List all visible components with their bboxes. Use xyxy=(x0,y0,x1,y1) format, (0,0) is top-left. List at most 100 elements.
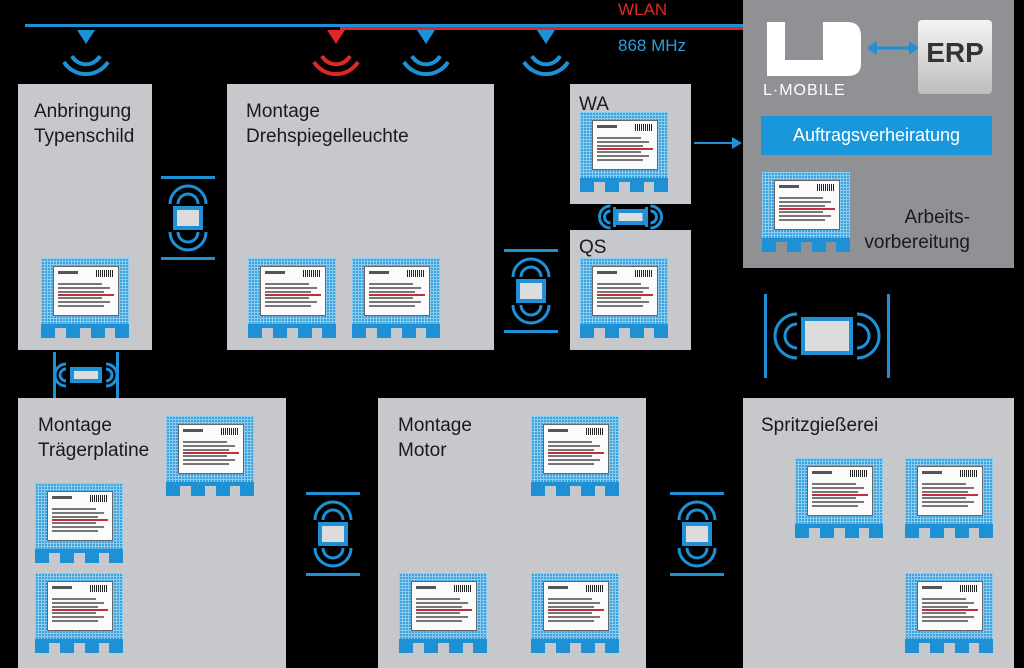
label-line xyxy=(922,612,966,614)
pallet-grid xyxy=(248,258,336,324)
pallet-grid xyxy=(166,416,254,482)
barcode-icon xyxy=(586,585,604,592)
label-line xyxy=(548,445,600,447)
e-paper-label xyxy=(592,266,658,316)
pallet-grid xyxy=(531,416,619,482)
label-line xyxy=(597,155,649,157)
label-line xyxy=(416,598,460,600)
label-red-bar xyxy=(183,452,239,454)
pallet-foot xyxy=(322,328,336,338)
wave xyxy=(598,204,611,230)
label-line xyxy=(369,291,415,293)
sensor-bar xyxy=(306,492,360,495)
label-header xyxy=(922,586,942,589)
pallet-foot xyxy=(787,242,801,252)
reader-device xyxy=(801,317,853,355)
label-line xyxy=(597,305,643,307)
reader-screen xyxy=(177,210,199,226)
reader-device xyxy=(516,279,546,303)
pallet-with-label xyxy=(248,258,336,338)
pallet-with-label xyxy=(905,458,993,538)
pallet-grid xyxy=(795,458,883,524)
pallet-feet xyxy=(905,639,993,653)
pallet-feet xyxy=(795,524,883,538)
arbeitsvorbereitung-label: Arbeits- vorbereitung xyxy=(864,207,970,253)
label-line xyxy=(597,297,641,299)
wave xyxy=(176,231,200,244)
label-line xyxy=(597,137,641,139)
label-line xyxy=(183,441,227,443)
label-line xyxy=(779,219,825,221)
label-line xyxy=(922,505,968,507)
label-red-bar xyxy=(812,494,868,496)
label-header xyxy=(548,429,568,432)
label-red-bar xyxy=(922,609,978,611)
mhz-line xyxy=(25,24,743,27)
label-line xyxy=(183,449,229,451)
label-header xyxy=(183,429,203,432)
pallet-grid xyxy=(905,458,993,524)
pallet-foot xyxy=(556,643,570,653)
pallet-with-label xyxy=(580,258,668,338)
wave xyxy=(856,322,871,350)
rfid-reader-vertical-icon xyxy=(161,176,215,260)
pallet-foot xyxy=(449,643,463,653)
rfid-reader-vertical-icon xyxy=(670,492,724,576)
auftragsverheiratung-button[interactable]: Auftragsverheiratung xyxy=(761,116,992,155)
sensor-bar xyxy=(613,207,616,227)
pallet-foot xyxy=(955,643,969,653)
antenna-868-icon xyxy=(402,30,450,77)
e-paper-label xyxy=(917,466,983,516)
pallet-foot xyxy=(605,182,619,192)
pallet-with-label xyxy=(166,416,254,496)
wave xyxy=(677,547,717,568)
pallet-foot xyxy=(581,643,595,653)
e-paper-label xyxy=(807,466,873,516)
pallet-feet xyxy=(248,324,336,338)
label-line xyxy=(548,602,600,604)
e-paper-label xyxy=(53,266,119,316)
label-line xyxy=(548,449,594,451)
pallet-foot xyxy=(605,486,619,496)
label-line xyxy=(416,606,462,608)
reader-device xyxy=(614,209,647,225)
label-line xyxy=(922,501,974,503)
wave xyxy=(685,547,709,560)
label-line xyxy=(548,612,592,614)
label-line xyxy=(52,606,98,608)
sensor-bar xyxy=(306,573,360,576)
e-paper-label xyxy=(543,581,609,631)
wave xyxy=(603,209,611,225)
barcode-icon xyxy=(90,585,108,592)
pallet-rail xyxy=(41,324,129,328)
wave xyxy=(511,257,551,278)
label-line xyxy=(812,501,864,503)
pallet-foot xyxy=(402,328,416,338)
label-line xyxy=(922,606,968,608)
barcode-icon xyxy=(817,184,835,191)
barcode-icon xyxy=(96,270,114,277)
pallet-foot xyxy=(166,486,180,496)
antenna-wlan-icon xyxy=(312,30,360,77)
label-header xyxy=(597,271,617,274)
e-paper-label xyxy=(178,424,244,474)
label-line xyxy=(922,602,974,604)
pallet-foot xyxy=(820,528,834,538)
pallet-foot xyxy=(85,553,99,563)
label-line xyxy=(265,305,311,307)
pallet-foot xyxy=(60,553,74,563)
wave xyxy=(313,547,353,568)
label-header xyxy=(779,185,799,188)
pallet-rail xyxy=(905,639,993,643)
pallet-foot xyxy=(35,553,49,563)
pallet-rail xyxy=(531,482,619,486)
barcode-icon xyxy=(960,470,978,477)
reader-screen xyxy=(322,526,344,542)
label-line xyxy=(597,287,649,289)
pallet-grid xyxy=(580,258,668,324)
wave xyxy=(650,209,658,225)
label-line xyxy=(597,301,649,303)
pallet-feet xyxy=(580,178,668,192)
reader-device xyxy=(318,522,348,546)
label-line xyxy=(52,612,96,614)
